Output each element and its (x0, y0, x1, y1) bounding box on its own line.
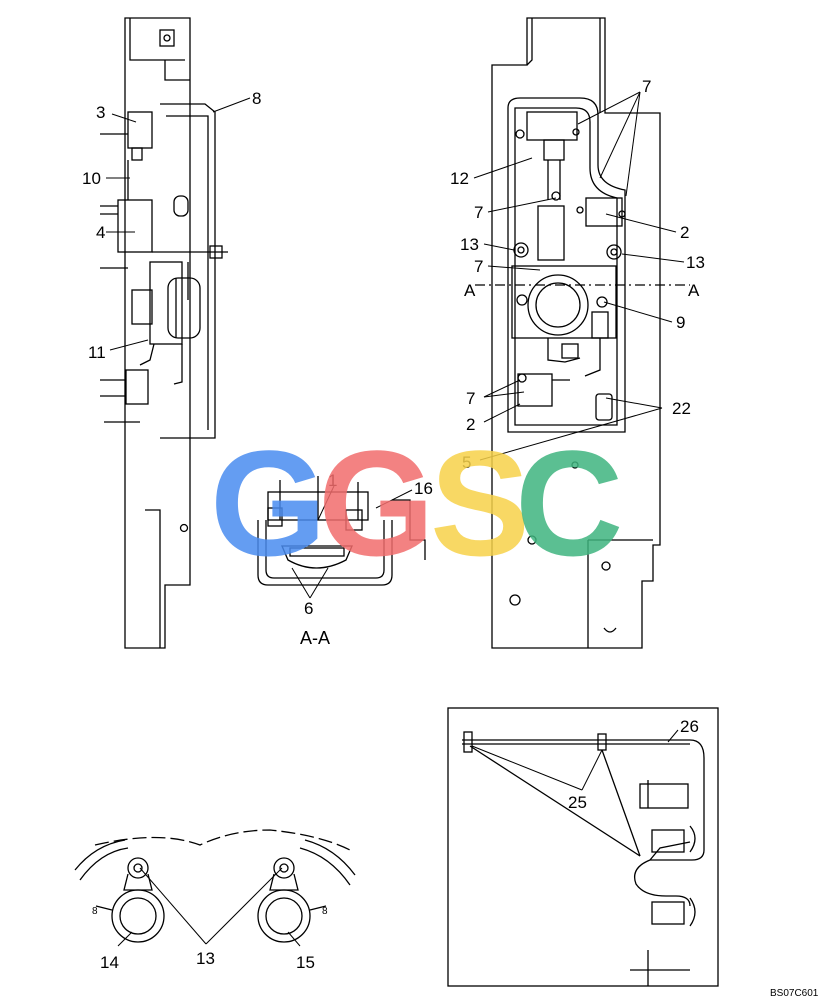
callout-13-bottom: 13 (196, 949, 215, 968)
section-marker-left: A (464, 281, 476, 300)
callout-2-lower: 2 (466, 415, 475, 434)
callout-2-upper: 2 (680, 223, 689, 242)
harness-routing-detail (447, 707, 719, 987)
watermark: G G S C (210, 419, 623, 587)
right-front-view (475, 17, 690, 649)
callout-7-lower: 7 (466, 389, 475, 408)
callout-7-middle: 7 (474, 257, 483, 276)
callout-4: 4 (96, 223, 105, 242)
symbol-right: 8 (322, 906, 328, 917)
leader-lines (106, 91, 685, 947)
callout-3: 3 (96, 103, 105, 122)
callout-16: 16 (414, 479, 433, 498)
figure-code: BS07C601 (770, 988, 819, 999)
left-side-view (100, 17, 228, 649)
callout-7-upper: 7 (474, 203, 483, 222)
callout-5: 5 (462, 453, 471, 472)
callout-14: 14 (100, 953, 119, 972)
watermark-letter-2: G (318, 419, 435, 587)
callout-labels: 3 8 10 4 11 7 12 7 2 13 13 7 9 7 2 22 5 … (82, 77, 819, 999)
callout-22: 22 (672, 399, 691, 418)
callout-25: 25 (568, 793, 587, 812)
symbol-left: 8 (92, 906, 98, 917)
watermark-letter-4: C (515, 419, 623, 587)
section-marker-right: A (688, 281, 700, 300)
callout-8: 8 (252, 89, 261, 108)
callout-10: 10 (82, 169, 101, 188)
watermark-letter-1: G (210, 419, 327, 587)
horn-mount-detail (74, 829, 356, 943)
callout-26: 26 (680, 717, 699, 736)
callout-9: 9 (676, 313, 685, 332)
callout-11: 11 (88, 343, 106, 362)
callout-15: 15 (296, 953, 315, 972)
section-title: A-A (300, 628, 330, 648)
callout-13-left: 13 (460, 235, 479, 254)
callout-12: 12 (450, 169, 469, 188)
watermark-letter-3: S (430, 419, 530, 587)
callout-6: 6 (304, 599, 313, 618)
section-a-a-view (257, 476, 426, 586)
callout-7-top: 7 (642, 77, 651, 96)
callout-13-right: 13 (686, 253, 705, 272)
callout-1: 1 (328, 471, 337, 490)
